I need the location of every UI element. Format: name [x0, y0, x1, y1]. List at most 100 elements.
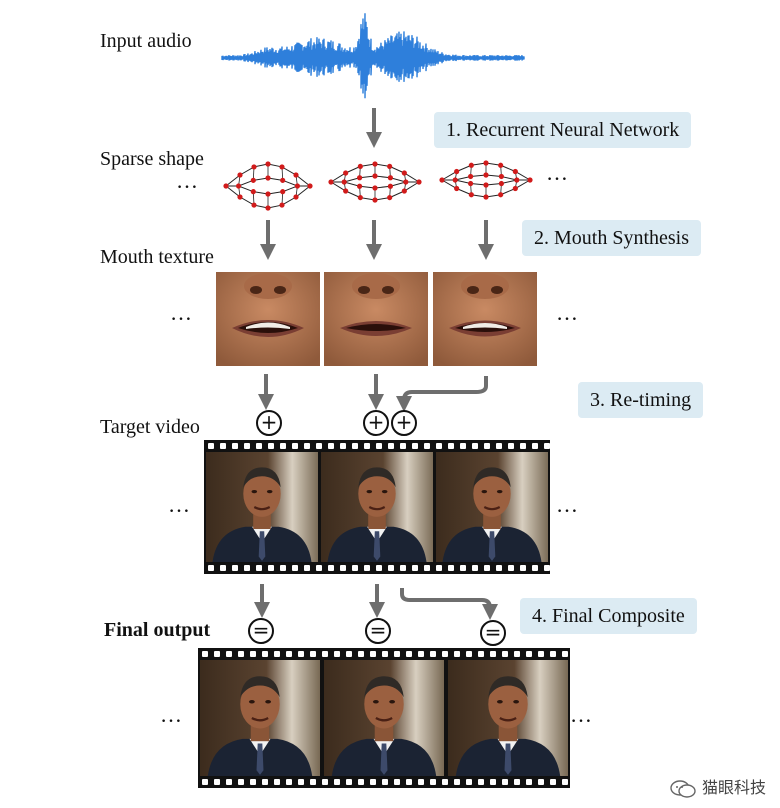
film-perforation [214, 651, 220, 657]
film-perforation [496, 565, 502, 571]
film-perforation [418, 779, 424, 785]
film-perforation [406, 651, 412, 657]
film-perforation [280, 443, 286, 449]
ellipsis: … [176, 168, 201, 193]
lip-landmark [343, 170, 349, 176]
film-perforation [388, 443, 394, 449]
film-perforation [334, 651, 340, 657]
ellipsis: … [160, 702, 185, 727]
film-perforation [232, 443, 238, 449]
film-perforation [304, 443, 310, 449]
film-perforation [526, 779, 532, 785]
lip-landmark [498, 162, 504, 168]
mouth-texture-label: Mouth texture [100, 246, 214, 268]
film-perforation [406, 779, 412, 785]
lip-landmark [343, 188, 349, 194]
film-perforation [520, 565, 526, 571]
lip-landmark [452, 177, 458, 183]
plus-symbol: + [363, 410, 389, 436]
film-perforation [208, 565, 214, 571]
target-video-filmstrip [204, 440, 550, 574]
film-perforation [526, 651, 532, 657]
film-perforation [238, 651, 244, 657]
film-perforation [460, 443, 466, 449]
film-perforation [472, 443, 478, 449]
film-perforation [430, 779, 436, 785]
film-perforation [304, 565, 310, 571]
film-perforation [370, 779, 376, 785]
input-audio-label: Input audio [100, 30, 192, 52]
film-perforation [544, 565, 550, 571]
lip-landmark [279, 164, 285, 170]
film-perforation [322, 651, 328, 657]
film-perforation [514, 779, 520, 785]
lip-landmark [372, 161, 378, 167]
film-perforation [532, 443, 538, 449]
film-perforation [226, 779, 232, 785]
lip-landmark [236, 183, 242, 189]
film-perforation [424, 443, 430, 449]
arrows [254, 108, 498, 620]
film-perforation [244, 443, 250, 449]
video-frame [200, 660, 320, 776]
lip-landmark [341, 179, 347, 185]
film-perforation [298, 651, 304, 657]
film-perforation [220, 565, 226, 571]
film-perforation [202, 779, 208, 785]
film-perforation [370, 651, 376, 657]
lip-landmark [372, 185, 378, 191]
lip-landmark [468, 192, 474, 198]
lip-landmark [527, 177, 533, 183]
film-perforation [382, 651, 388, 657]
film-perforation [232, 565, 238, 571]
film-perforation [352, 565, 358, 571]
film-perforation [250, 651, 256, 657]
plus-symbol: + [391, 410, 417, 436]
film-perforation [484, 565, 490, 571]
film-perforation [496, 443, 502, 449]
lip-landmark [265, 205, 271, 211]
wechat-logo-icon [670, 779, 696, 798]
step-rnn: 1. Recurrent Neural Network [434, 112, 692, 148]
lip-landmark [237, 194, 243, 200]
film-perforation [286, 779, 292, 785]
target-video-label: Target video [100, 416, 200, 438]
film-perforation [340, 565, 346, 571]
film-perforation [490, 779, 496, 785]
film-perforation [256, 443, 262, 449]
video-frame [436, 452, 548, 562]
film-perforation [394, 651, 400, 657]
lip-landmark [372, 197, 378, 203]
ellipsis: … [570, 702, 595, 727]
film-perforation [376, 565, 382, 571]
mouth-texture-image [324, 272, 428, 366]
step-mouth-synthesis: 2. Mouth Synthesis [522, 220, 702, 256]
film-perforation [238, 779, 244, 785]
lip-landmark [454, 185, 460, 192]
sparse-lip-shapes [223, 160, 533, 211]
film-perforation [268, 565, 274, 571]
film-perforation [418, 651, 424, 657]
lip-landmark [403, 179, 409, 185]
film-perforation [226, 651, 232, 657]
film-perforation [454, 651, 460, 657]
film-perforation [364, 443, 370, 449]
film-perforation [550, 779, 556, 785]
lip-landmark [265, 191, 271, 197]
lip-landmark [401, 188, 407, 194]
lip-landmark [454, 168, 460, 175]
film-perforation [280, 565, 286, 571]
film-perforation [208, 443, 214, 449]
film-perforation [508, 443, 514, 449]
lip-landmark [265, 175, 271, 181]
film-perforation [532, 565, 538, 571]
film-perforation [358, 651, 364, 657]
film-perforation [472, 565, 478, 571]
step-final-composite: 4. Final Composite [520, 598, 697, 634]
lip-landmark [514, 177, 520, 183]
lip-landmark [387, 175, 393, 181]
film-perforation [262, 779, 268, 785]
arrow-composite [400, 588, 498, 620]
equals-symbol: = [480, 620, 506, 646]
film-perforation [478, 779, 484, 785]
